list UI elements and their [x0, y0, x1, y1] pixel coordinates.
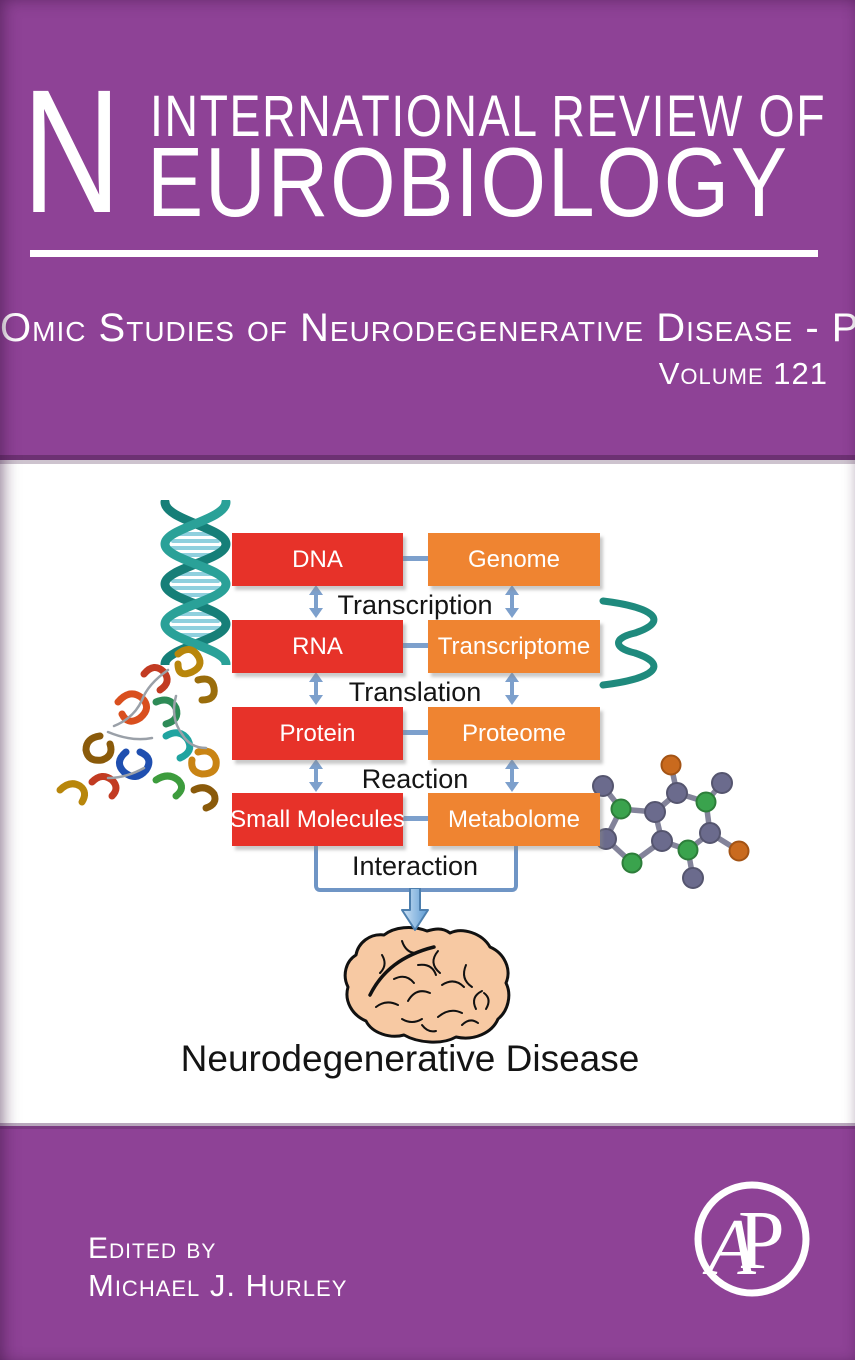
protein-ribbon-icon — [56, 646, 220, 812]
rna-wave-icon — [599, 597, 658, 689]
process-label-interaction: Interaction — [351, 851, 479, 881]
connector-dna-genome — [403, 556, 428, 561]
connector-smallmolecules-metabolome — [403, 816, 428, 821]
connector-protein-proteome — [403, 730, 428, 735]
double-arrow-icon — [505, 585, 519, 618]
double-arrow-icon — [505, 672, 519, 705]
edited-by-label: Edited by — [88, 1232, 217, 1265]
double-arrow-icon — [309, 759, 323, 792]
box-metabolome: Metabolome — [428, 793, 600, 846]
brain-icon — [343, 926, 511, 1044]
double-arrow-icon — [309, 585, 323, 618]
panel-top-light-edge — [0, 460, 855, 464]
series-title-line2: EUROBIOLOGY — [147, 127, 789, 237]
outcome-label: Neurodegenerative Disease — [180, 1038, 640, 1079]
box-rna: RNA — [232, 620, 403, 673]
series-title-initial: N — [22, 54, 122, 250]
panel-top-dark-edge — [0, 455, 855, 460]
box-dna: DNA — [232, 533, 403, 586]
academic-press-logo: A P — [694, 1181, 810, 1297]
process-label-transcription: Transcription — [337, 590, 493, 620]
box-transcriptome: Transcriptome — [428, 620, 600, 673]
process-label-reaction: Reaction — [361, 764, 469, 794]
editor-name: Michael J. Hurley — [88, 1268, 348, 1303]
box-genome: Genome — [428, 533, 600, 586]
volume-number: Volume 121 — [658, 356, 828, 391]
ap-monogram-a: A — [702, 1204, 757, 1292]
panel-bottom-dark-edge — [0, 1126, 855, 1129]
box-small-molecules: Small Molecules — [230, 793, 405, 846]
box-protein: Protein — [232, 707, 403, 760]
ap-monogram-p: P — [738, 1194, 785, 1287]
panel-bottom-light-edge — [0, 1123, 855, 1126]
box-proteome: Proteome — [428, 707, 600, 760]
down-arrow-icon — [401, 888, 429, 931]
series-title-line1: INTERNATIONAL REVIEW OF — [150, 84, 827, 149]
title-divider-rule — [30, 250, 818, 257]
connector-rna-transcriptome — [403, 643, 428, 648]
volume-subtitle: Omic Studies of Neurodegenerative Diseas… — [0, 306, 855, 350]
molecule-icon — [592, 754, 750, 889]
dna-helix-icon — [160, 500, 231, 665]
double-arrow-icon — [505, 759, 519, 792]
process-label-translation: Translation — [348, 677, 482, 707]
double-arrow-icon — [309, 672, 323, 705]
